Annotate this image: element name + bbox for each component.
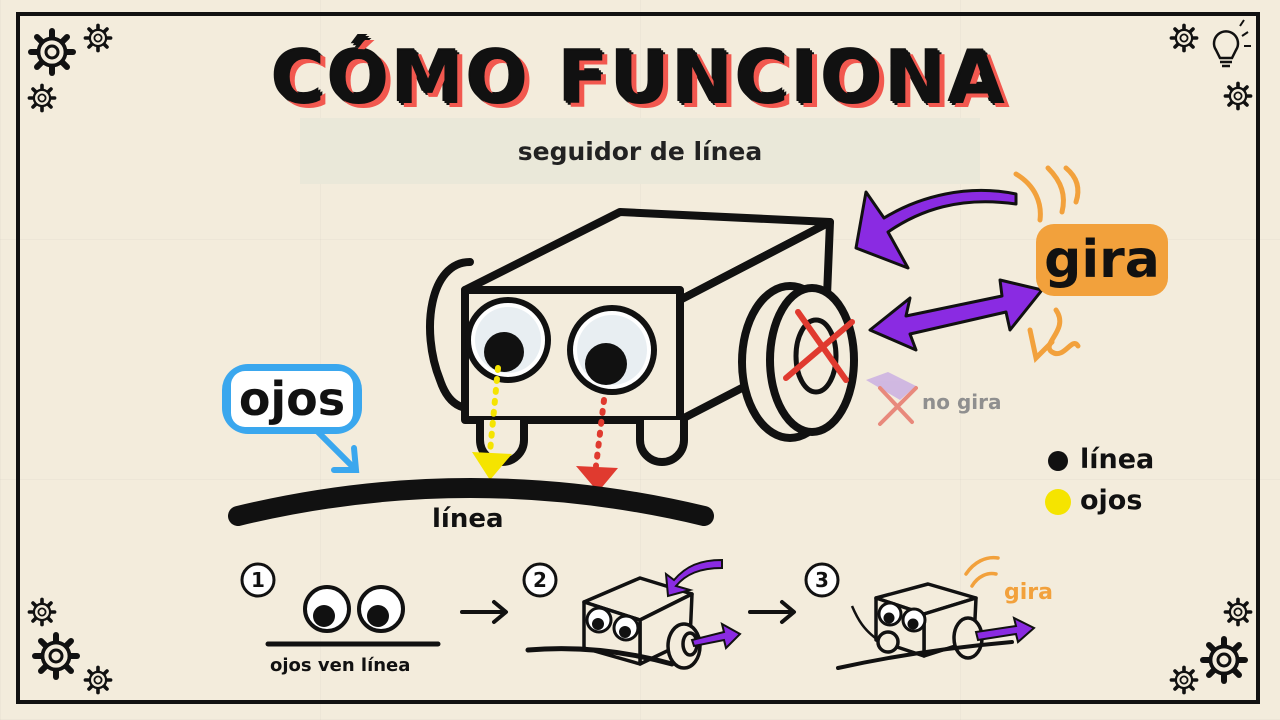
- gear-icon: [27, 83, 57, 113]
- right-eye: [567, 305, 657, 395]
- ojos-callout: ojos: [222, 364, 362, 434]
- gira-callout: gira: [1036, 224, 1168, 296]
- subtitle-box: seguidor de línea: [300, 118, 980, 184]
- cross-mark: [783, 309, 855, 383]
- gear-icon: [35, 635, 77, 677]
- step-1-number-circle: [240, 562, 276, 598]
- legend-swatch-eyes: [1045, 489, 1071, 515]
- step-1-number: 1: [251, 568, 265, 592]
- step-1-caption: ojos ven línea: [270, 655, 411, 676]
- motion-lines: [1013, 165, 1081, 364]
- gear-icon: [1223, 81, 1253, 111]
- step-1-eyes: [265, 585, 441, 647]
- step-3-number-circle: [804, 562, 840, 598]
- robot-illustration: [426, 208, 858, 466]
- no-gira-mark: [866, 372, 918, 426]
- black-line: [228, 478, 714, 526]
- double-purple-arrow: [868, 278, 1044, 352]
- gear-icon: [31, 31, 73, 73]
- yellow-sensor-beam: [472, 365, 512, 480]
- legend-label-eyes: ojos: [1080, 485, 1143, 516]
- gear-icon: [1223, 597, 1253, 627]
- step-arrow: [748, 600, 796, 624]
- blue-arrow: [311, 425, 360, 473]
- step-3-number: 3: [815, 568, 829, 592]
- lightbulb-icon: [1212, 19, 1251, 68]
- step-3-robot: [836, 555, 1036, 670]
- line-label: línea: [432, 504, 504, 534]
- gear-icon: [1169, 665, 1199, 695]
- page-subtitle: seguidor de línea: [517, 136, 763, 166]
- legend-label-line: línea: [1080, 444, 1155, 475]
- gear-icon: [1169, 23, 1199, 53]
- step-2-number: 2: [533, 568, 547, 592]
- page-frame: [16, 12, 1260, 704]
- step-2-number-circle: [522, 562, 558, 598]
- gear-icon: [27, 597, 57, 627]
- page-title: CÓMO FUNCIONA: [272, 36, 1008, 120]
- no-gira-label: no gira: [922, 390, 1002, 414]
- left-eye: [465, 297, 551, 383]
- legend-swatch-line: [1048, 451, 1068, 471]
- gear-icon: [1203, 639, 1245, 681]
- curved-purple-arrow: [854, 188, 1018, 270]
- red-sensor-beam: [576, 397, 618, 492]
- gear-icon: [83, 665, 113, 695]
- step-3-caption: gira: [1004, 580, 1053, 605]
- step-arrow: [460, 600, 508, 624]
- gear-icon: [83, 23, 113, 53]
- ojos-callout-label: ojos: [230, 371, 354, 427]
- step-2-robot: [525, 558, 742, 670]
